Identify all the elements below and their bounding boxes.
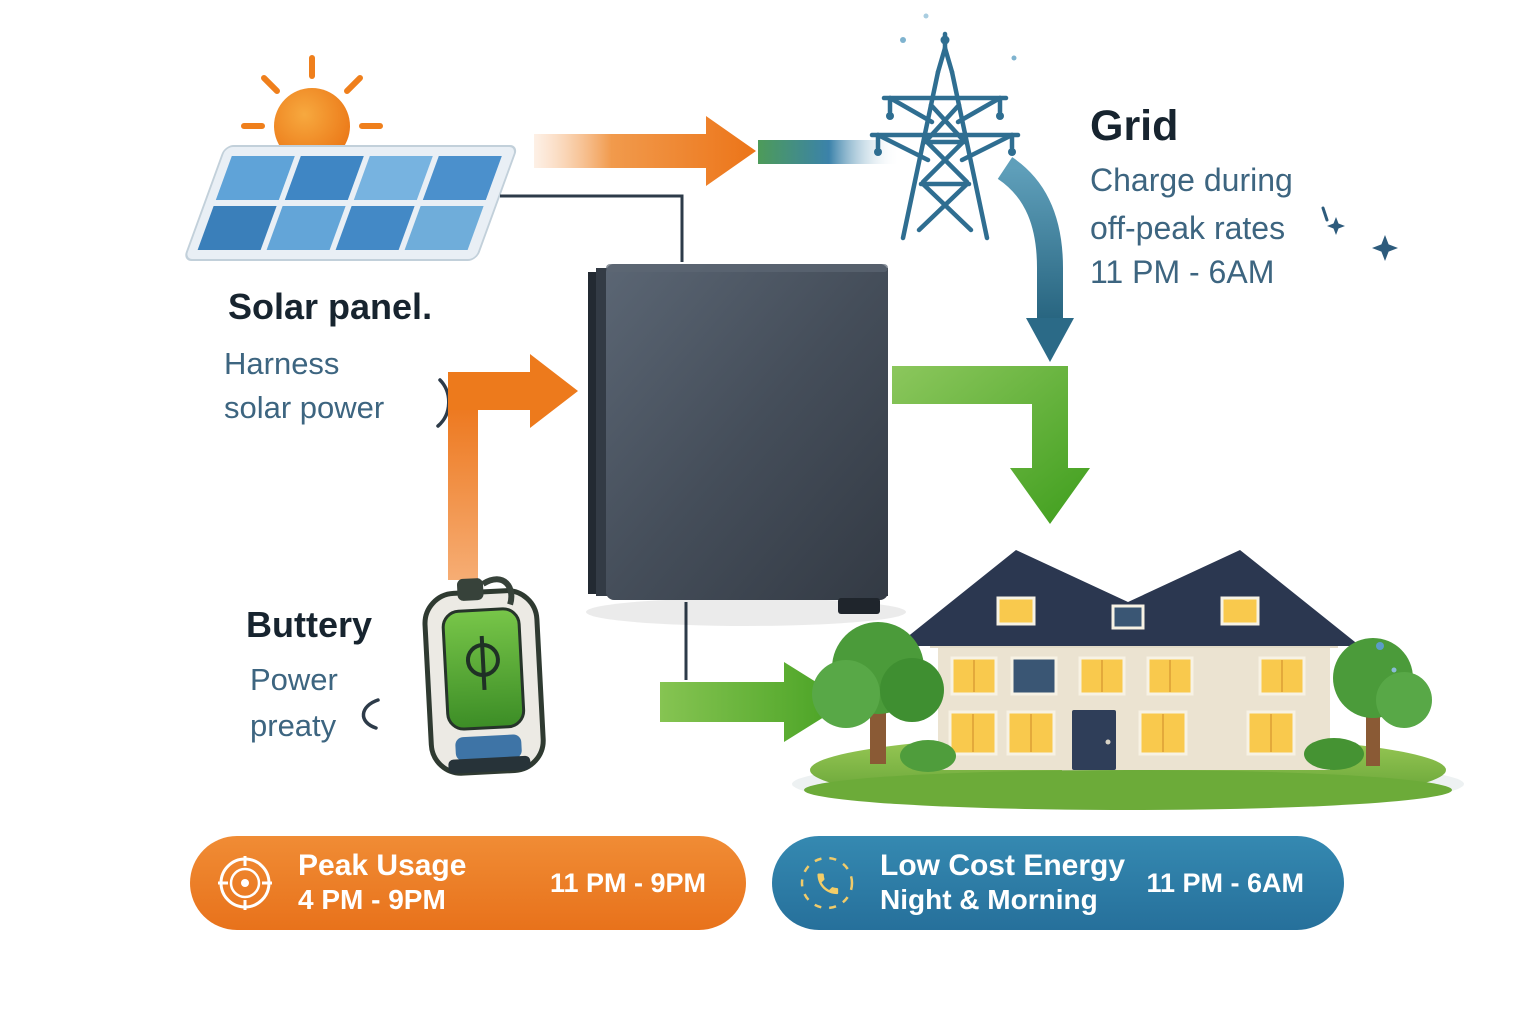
grid-desc-line1: Charge during [1090, 162, 1293, 198]
battery-title: Buttery [246, 604, 373, 645]
battery-shadow [586, 598, 906, 626]
solar-to-grid-arrow [534, 116, 900, 186]
battery-text-curve [361, 698, 380, 730]
grid-desc-line2: off-peak rates [1090, 210, 1286, 246]
peak-usage-time: 11 PM - 9PM [549, 867, 706, 898]
solar-panel-subtitle-line2: solar power [224, 390, 385, 425]
solar-panel-illustration [185, 145, 517, 261]
low-cost-energy-title: Low Cost Energy [880, 849, 1126, 882]
battery-to-house-lower-arrow [660, 662, 848, 742]
low-cost-energy-banner: Low Cost Energy Night & Morning 11 PM - … [772, 836, 1344, 930]
grid-title: Grid [1090, 102, 1179, 150]
peak-usage-title: Peak Usage [298, 849, 467, 882]
target-icon [218, 856, 272, 910]
low-cost-energy-subtitle: Night & Morning [880, 884, 1098, 915]
grid-to-house-arrow [997, 157, 1074, 362]
peak-usage-banner: Peak Usage 4 PM - 9PM 11 PM - 9PM [190, 836, 746, 930]
battery-subtitle-line1: Power [250, 662, 338, 697]
grid-desc-line3: 11 PM - 6AM [1090, 254, 1275, 290]
peak-usage-subtitle: 4 PM - 9PM [298, 884, 446, 915]
phone-icon [800, 856, 854, 910]
battery-charger-illustration [422, 576, 546, 776]
solar-panel-title: Solar panel. [228, 286, 433, 327]
grid-tower-icon [869, 31, 1021, 241]
battery-subtitle-line2: preaty [250, 708, 337, 743]
solar-to-battery-connector [500, 194, 684, 262]
low-cost-energy-time: 11 PM - 6AM [1146, 867, 1304, 898]
battery-unit-illustration [588, 264, 888, 614]
charger-to-battery-arrow [448, 354, 578, 580]
battery-to-house-upper-arrow [892, 366, 1090, 524]
solar-text-curve [436, 378, 451, 428]
house-illustration [792, 550, 1464, 810]
solar-panel-subtitle-line1: Harness [224, 346, 340, 381]
